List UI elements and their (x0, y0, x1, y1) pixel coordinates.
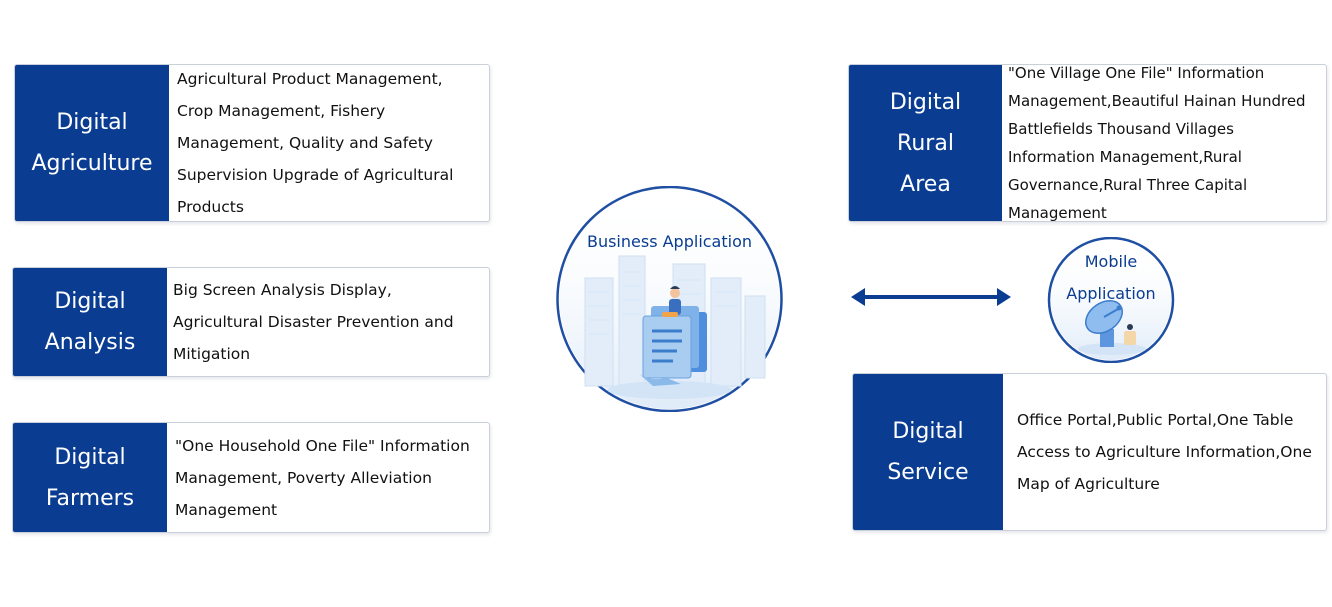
card-label-digital-rural-area: Digital Rural Area (849, 65, 1002, 221)
card-description-digital-service: Office Portal,Public Portal,One Table Ac… (1017, 411, 1312, 493)
satellite-dish-icon (1085, 300, 1136, 347)
card-description-digital-analysis: Big Screen Analysis Display, Agricultura… (173, 281, 454, 363)
card-label-digital-service: Digital Service (853, 374, 1003, 530)
label-line: Digital (56, 110, 128, 135)
business-application-icon (637, 286, 707, 386)
business-application-hub (555, 185, 784, 413)
label-line: Analysis (44, 330, 136, 355)
double-arrow-icon (849, 284, 1013, 310)
card-description-digital-farmers: "One Household One File" Information Man… (175, 436, 470, 519)
card-description-digital-agriculture: Agricultural Product Management, Crop Ma… (177, 70, 454, 216)
card-digital-agriculture: Digital Agriculture Agricultural Product… (14, 64, 490, 222)
label-line: Digital (54, 289, 126, 314)
label-line: Rural (897, 130, 954, 156)
label-line: Digital (892, 419, 964, 444)
label-line: Service (887, 460, 969, 485)
mobile-application-hub (1046, 236, 1176, 364)
card-digital-rural-area: Digital Rural Area "One Village One File… (848, 64, 1327, 222)
card-label-digital-agriculture: Digital Agriculture (15, 65, 169, 221)
mobile-application-title-line1: Mobile (1084, 252, 1138, 271)
card-description-digital-rural-area: "One Village One File" Information Manag… (1008, 64, 1306, 222)
card-digital-analysis: Digital Analysis Big Screen Analysis Dis… (12, 267, 490, 377)
label-line: Digital (54, 444, 126, 470)
label-line: Area (900, 171, 951, 197)
card-label-digital-farmers: Digital Farmers (13, 423, 167, 532)
mobile-application-title-line2: Application (1066, 284, 1156, 303)
label-line: Digital (889, 89, 962, 115)
label-line: Agriculture (31, 151, 153, 176)
business-application-title: Business Application (586, 232, 753, 251)
card-digital-farmers: Digital Farmers "One Household One File"… (12, 422, 490, 533)
card-digital-service: Digital Service Office Portal,Public Por… (852, 373, 1327, 531)
card-label-digital-analysis: Digital Analysis (13, 268, 167, 376)
label-line: Farmers (45, 485, 135, 511)
